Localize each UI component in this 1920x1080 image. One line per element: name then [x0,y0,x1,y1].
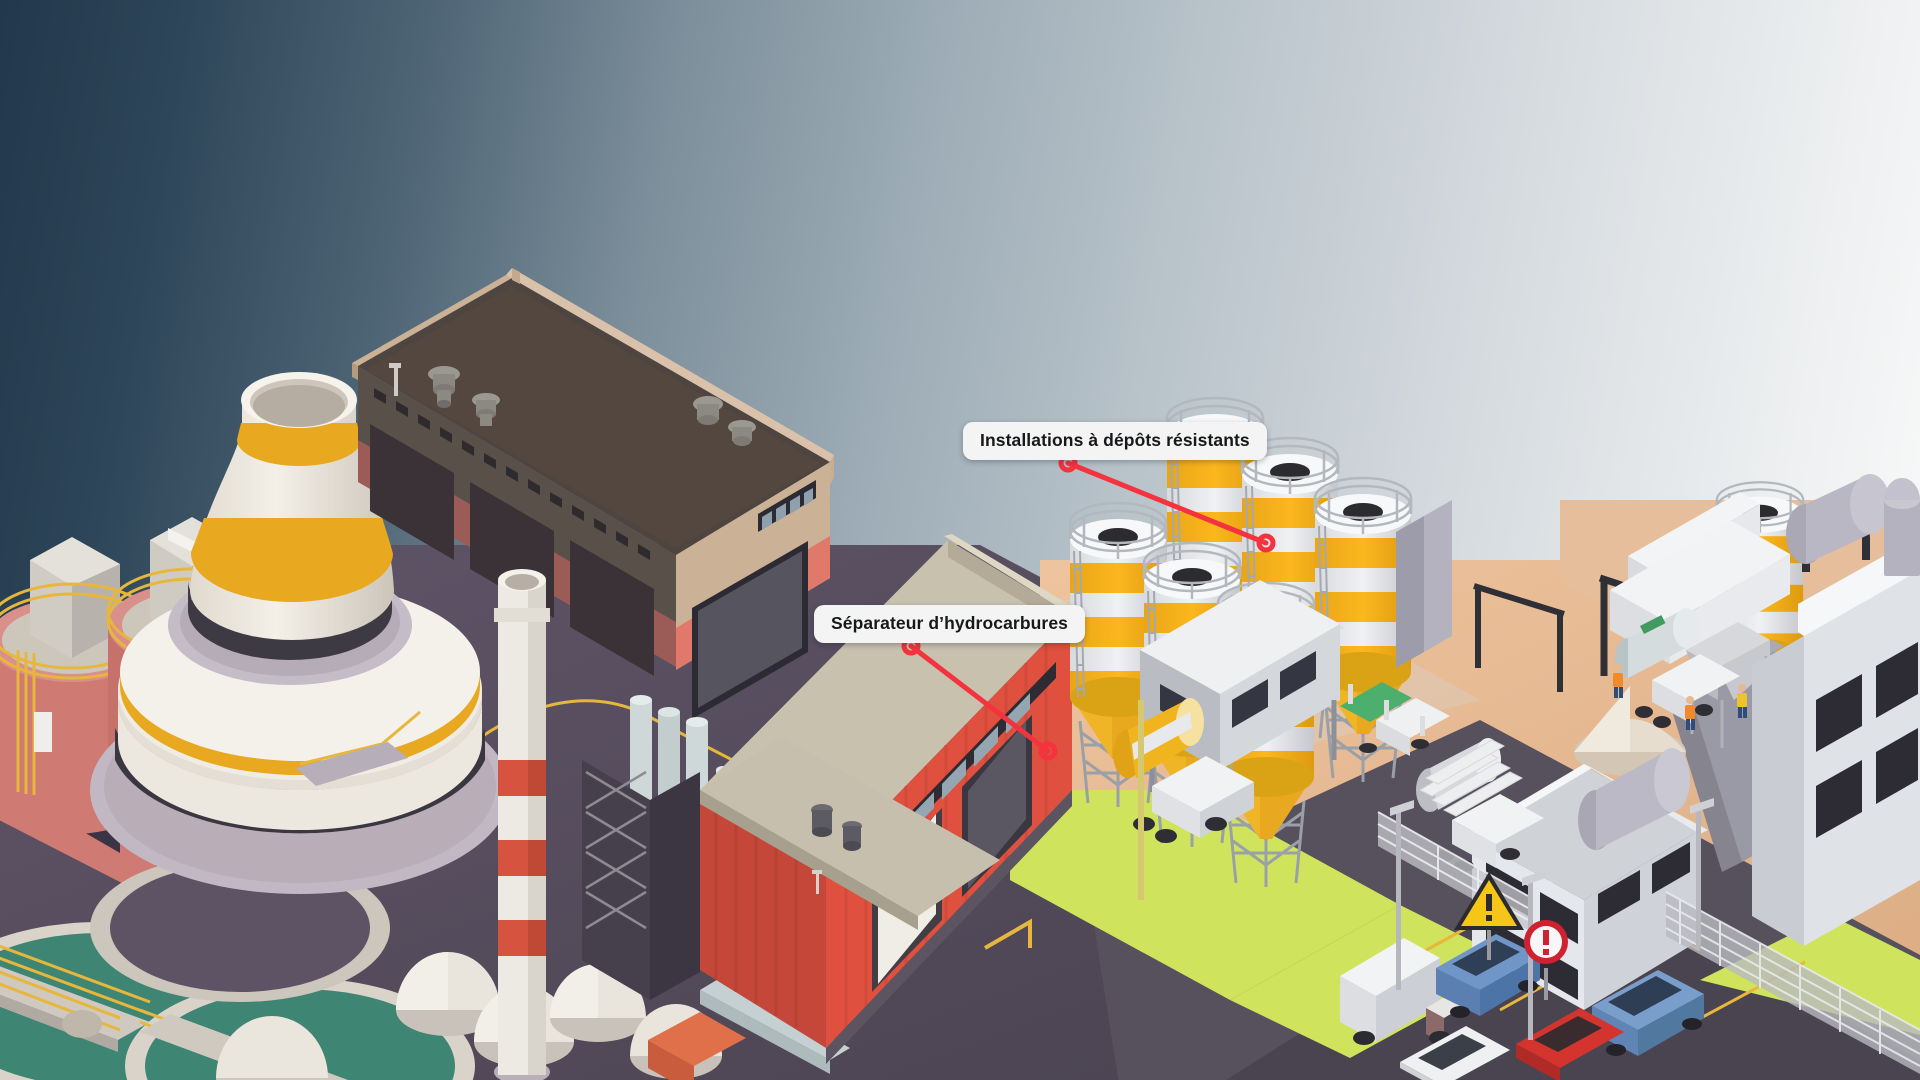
tech-roof-tank [1578,748,1690,850]
chimney-stripe-2b [528,840,546,876]
worker-1 [1613,664,1623,698]
cooling-tower-lattice [188,580,392,660]
red-warehouse-side-siding [714,800,798,1028]
worker-2 [1685,696,1695,730]
warning-triangle-sign [1454,872,1524,960]
fence-right [1665,891,1920,1074]
main-hall-roof-vent-4 [728,420,756,446]
clarifier-1-bridge [0,944,151,1052]
main-hall-roof-vent-2 [472,393,500,426]
main-hall-clerestory [758,480,816,532]
annex-antenna [812,870,822,894]
pipe-stack [1418,739,1524,817]
red-warehouse-annex-edge [700,790,918,930]
callout-2-label: Séparateur d’hydrocarbures [831,613,1068,634]
main-hall-parapet-ne [506,268,834,462]
callout-separateur-hydrocarbures[interactable]: Séparateur d’hydrocarbures [814,605,1085,643]
main-hall-roof-dark [366,286,822,548]
tanker-barrel [1615,608,1699,678]
main-hall-roof-vent-1 [428,366,460,408]
mixer-drum [1113,698,1204,778]
prohibition-circle-sign [1524,920,1568,1000]
rooftop-vertical-tank [1884,478,1920,576]
main-hall-roof-vent-3 [693,396,723,425]
worker-3 [1737,684,1747,718]
street-lamp-2 [1522,870,1546,1040]
chimney-collar [494,608,550,622]
steel-frame-2 [1473,583,1565,692]
orange-process-skid [648,1012,746,1080]
annex-vent-2 [842,821,862,851]
cooling-tower-mouth [253,385,345,427]
pointer-dot-1-end [1256,533,1276,553]
main-hall-louvres-top [374,388,650,560]
process-lattice-tower [582,760,700,1000]
site-office-roof [1140,580,1340,694]
floor-marking-corner [983,918,1032,950]
aggregate-pile [1574,686,1686,776]
dome-5 [216,1016,328,1080]
street-lamp-1 [1390,800,1414,990]
red-warehouse-skirt [826,790,1072,1064]
callout-installations-depots-resistants[interactable]: Installations à dépôts résistants [963,422,1267,460]
dome-1 [396,952,500,1036]
chimney-mouth [505,574,539,590]
storage-tank-stairway [296,742,408,786]
main-hall-roof-pole [389,363,401,396]
car-red [1516,1008,1624,1080]
vertical-lift [1396,500,1452,668]
red-warehouse-gate-2-door [968,721,1026,889]
tipper-truck [1340,682,1450,756]
red-warehouse-roof-ridge [944,534,1078,615]
main-hall-parapet-nw-side [352,363,358,380]
main-hall-clerestory-panes [762,488,813,530]
cooling-tower-band-upper [237,423,361,466]
callout-1-label: Installations à dépôts résistants [980,430,1250,451]
car-white [1400,1026,1510,1080]
ground-grass [1010,790,1400,1000]
storage-tank-body [118,700,482,830]
annex-vent-1 [811,804,833,837]
right-plant-wall-left [1752,636,1804,946]
pointer-dot-2-end [1038,741,1058,761]
bollards [1348,684,1425,736]
rooftop-horizontal-tank [1786,474,1890,564]
mast-pole [1138,700,1144,900]
main-hall-parapet-ne-face [512,268,520,284]
street-lamp-3 [1690,798,1714,948]
pointer-line-2 [908,643,1051,754]
main-hall-gate [698,551,802,708]
main-hall-parapet-e [830,455,834,485]
right-plant-windows [1816,642,1918,838]
tanker-truck [1615,608,1740,728]
chimney-stripe-1b [528,760,546,796]
cooling-tower-band-lower [190,518,393,603]
chimney-stripe-3b [528,920,546,956]
main-hall-parapet-nw [352,275,512,366]
pointer-line-1 [1065,460,1269,546]
